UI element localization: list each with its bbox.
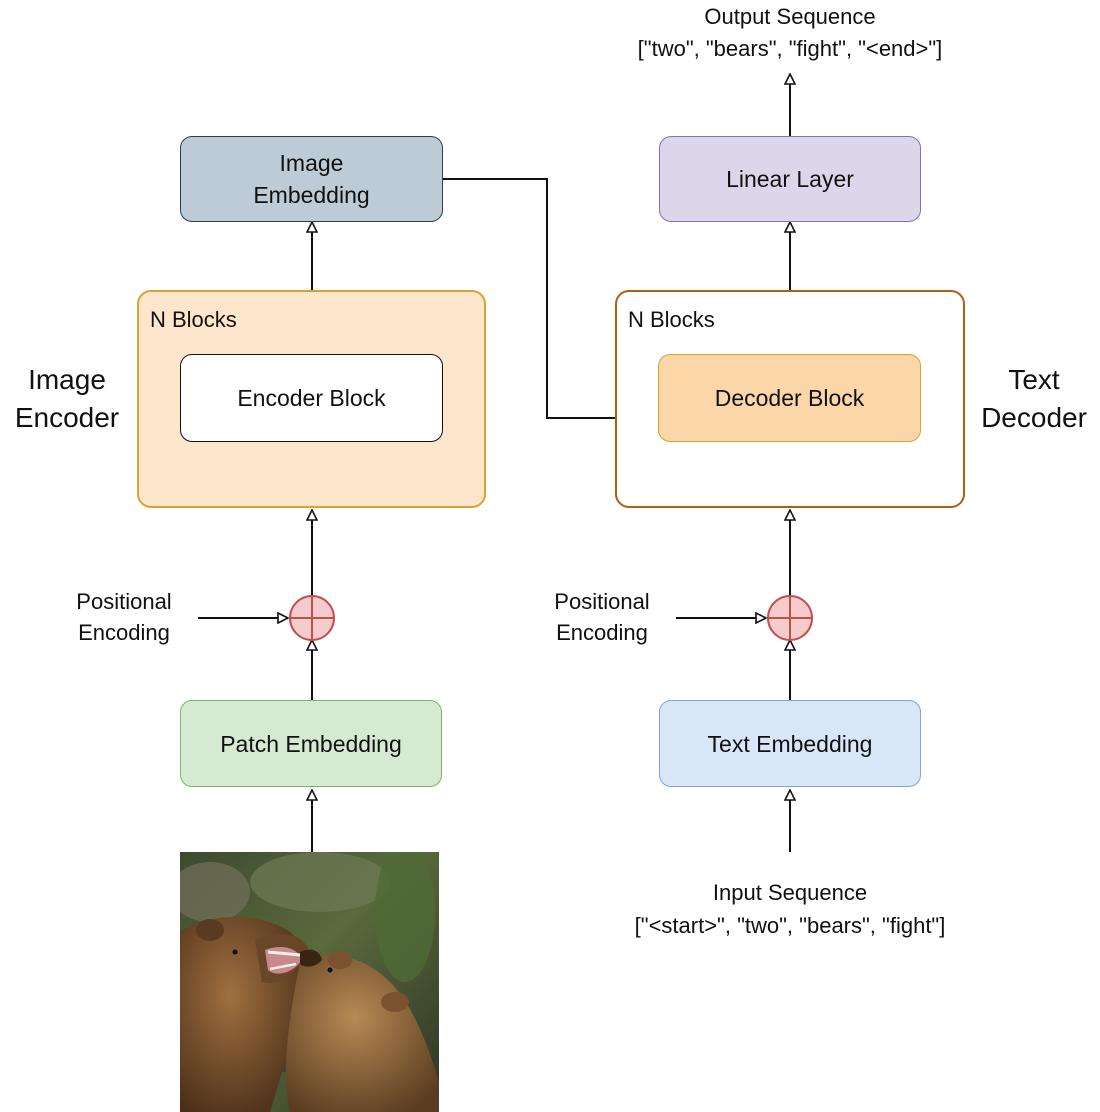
decoder-n-blocks-label: N Blocks [628,307,715,332]
encoder-positional-line1: Positional [76,589,172,614]
image-encoder-side-label-line1: Image [28,364,106,395]
circle-plus-icon [289,595,335,641]
image-encoder-side-label-line2: Encoder [14,402,120,433]
output-sequence-title: Output Sequence [704,4,876,29]
input-sequence-title: Input Sequence [712,880,868,905]
decoder-block-box: Decoder Block [658,354,921,442]
input-sequence-tokens: ["<start>", "two", "bears", "fight"] [634,913,946,938]
patch-embedding-label: Patch Embedding [220,730,402,757]
output-sequence-tokens: ["two", "bears", "fight", "<end>"] [637,36,943,61]
encoder-block-label: Encoder Block [237,385,386,411]
circle-plus-icon [767,595,813,641]
linear-layer-box: Linear Layer [659,136,921,222]
encoder-block-box: Encoder Block [180,354,443,442]
arrow-image-embedding-to-decoder [443,178,643,425]
decoder-positional-line1: Positional [554,589,650,614]
linear-layer-label: Linear Layer [726,166,854,192]
text-embedding-box: Text Embedding [659,700,921,787]
image-embedding-box: Image Embedding [180,136,443,222]
encoder-positional-line2: Encoding [78,620,170,645]
patch-embedding-box: Patch Embedding [180,700,442,787]
text-decoder-side-label-line1: Text [1008,364,1060,395]
bears-photo [180,852,439,1112]
decoder-positional-encoding-label: Positional Encoding [528,586,676,648]
encoder-n-blocks-label: N Blocks [150,307,237,332]
text-embedding-label: Text Embedding [707,730,873,757]
text-decoder-side-label: Text Decoder [968,361,1100,437]
image-embedding-label-line2: Embedding [253,182,370,208]
decoder-positional-line2: Encoding [556,620,648,645]
image-encoder-side-label: Image Encoder [0,361,134,437]
decoder-block-label: Decoder Block [714,385,865,411]
text-decoder-side-label-line2: Decoder [981,402,1087,433]
image-embedding-label-line1: Image [279,150,344,176]
encoder-positional-encoding-label: Positional Encoding [50,586,198,648]
